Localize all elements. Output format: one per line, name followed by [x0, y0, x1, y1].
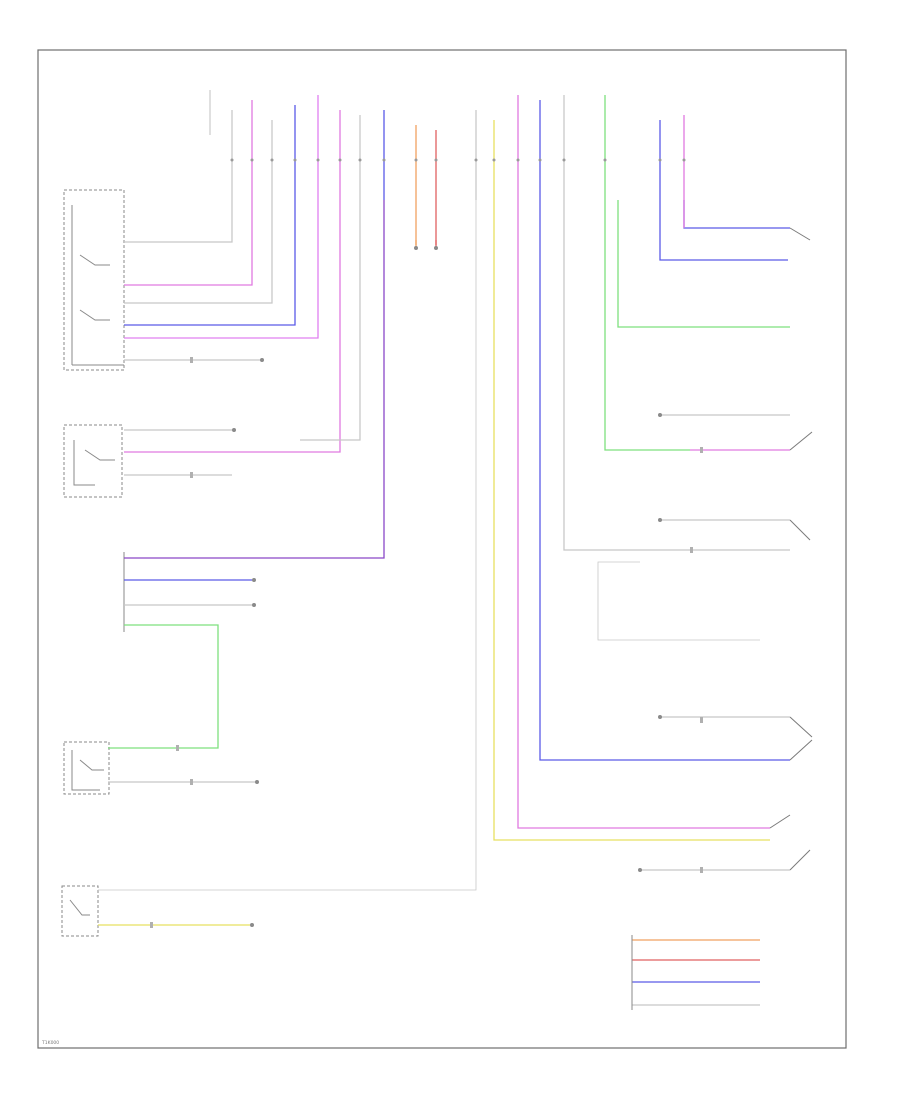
left-wires [98, 200, 477, 926]
inline-connectors [150, 357, 703, 928]
forward-sensor [61, 885, 99, 937]
connector-pin-icon [230, 158, 686, 162]
auto-headlamp-switch [63, 424, 123, 498]
switch-symbol-icon [769, 227, 813, 871]
seatbelt-switch [63, 741, 110, 795]
right-wires [493, 200, 790, 1010]
top-connector-stubs [209, 90, 685, 245]
orange-red-ground [415, 240, 437, 248]
headlamp-switch [63, 189, 125, 371]
ground-icon [232, 246, 662, 927]
footer-code: T1K000 [41, 1040, 59, 1046]
diagram-frame [37, 49, 847, 1049]
